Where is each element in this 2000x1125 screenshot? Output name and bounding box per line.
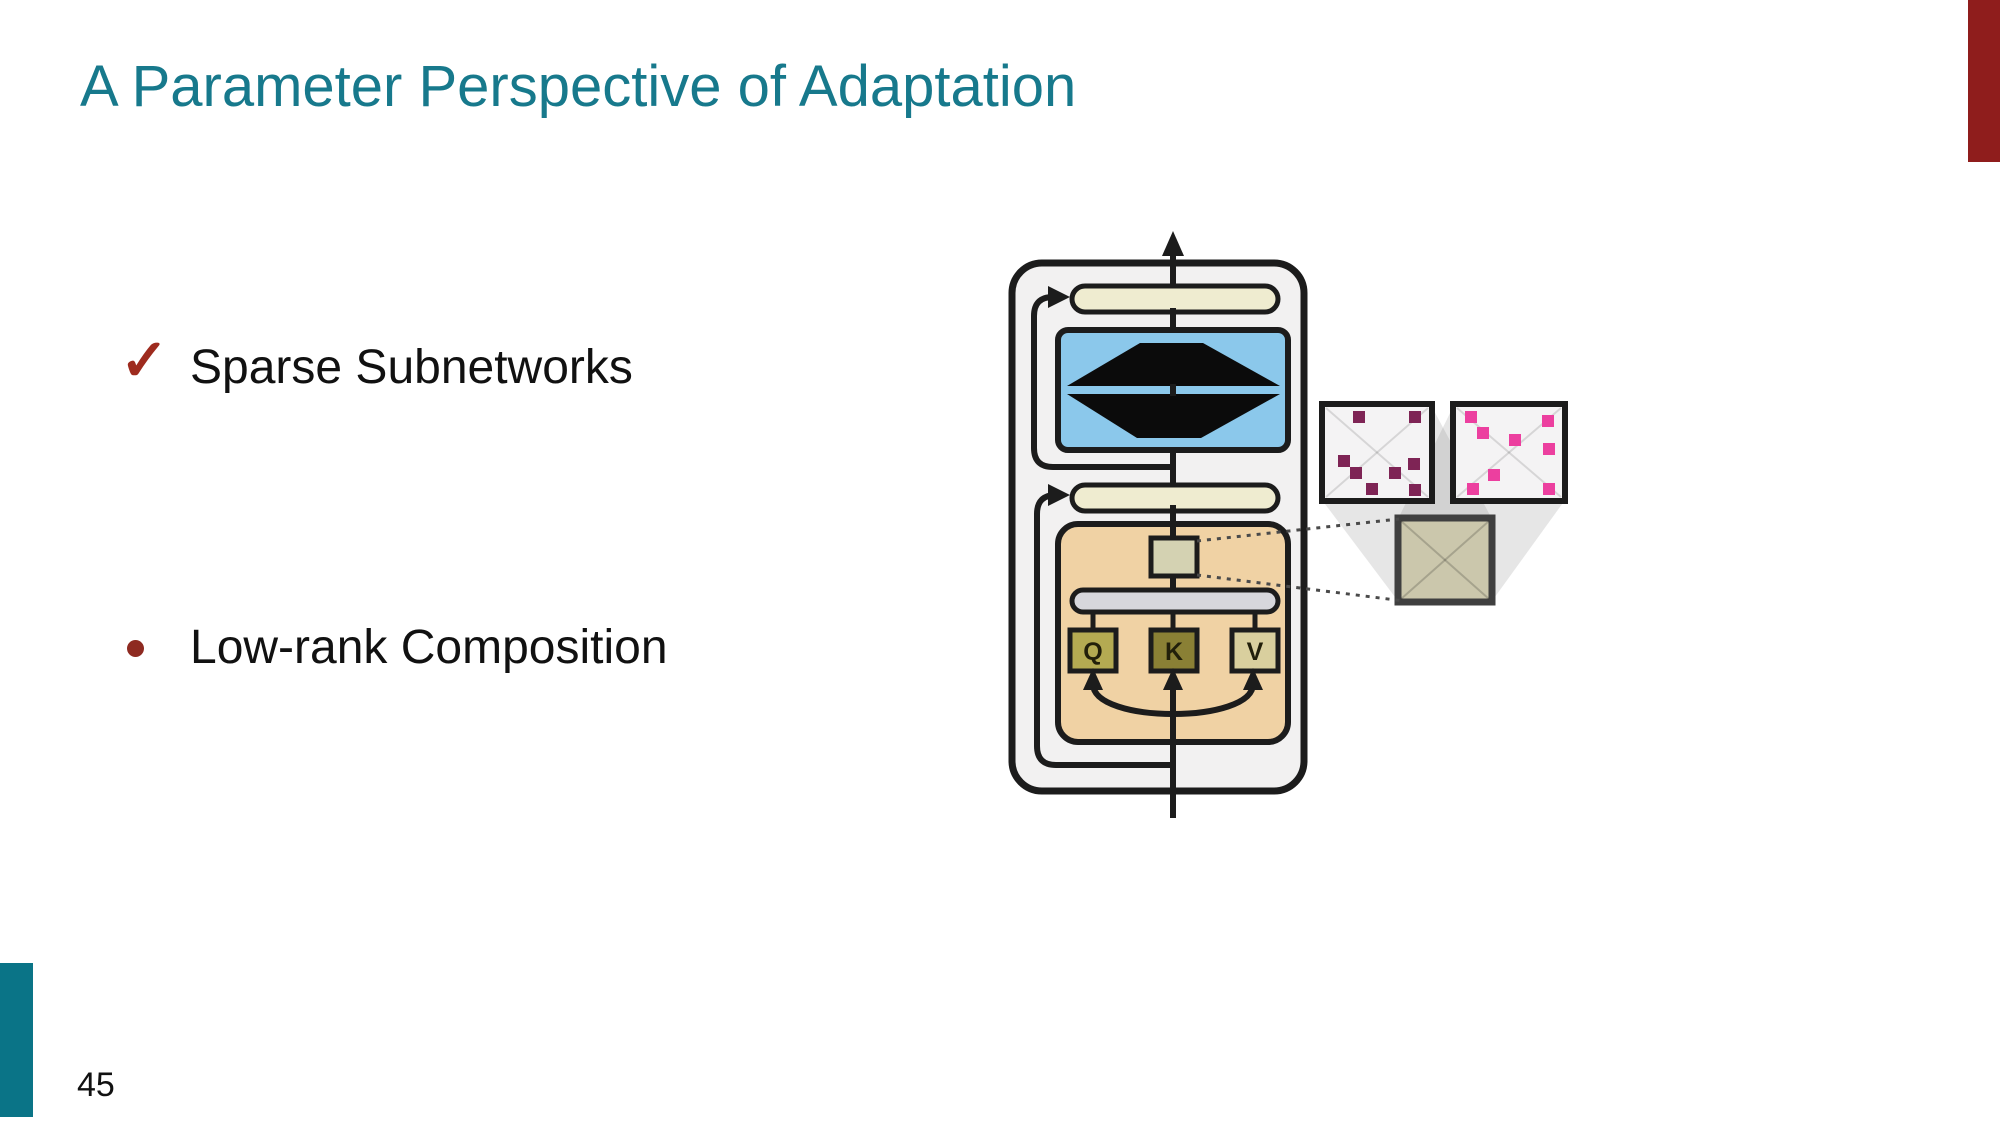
sparse-dot [1467,483,1479,495]
residual-arrowhead-upper [1048,286,1070,308]
sparse-dot [1409,484,1421,496]
magnifier-dotted-line-bottom [1196,573,1405,603]
bullet-dot-icon [127,640,144,657]
sparse-matrix-left-dots [1338,411,1421,496]
magnifier-dotted-line-top [1196,517,1400,543]
bullet-low-rank-composition: Low-rank Composition [190,621,668,674]
k-arrowhead [1163,668,1183,690]
transformer-layer-block: Q K V [1008,231,1308,818]
sparse-dot [1353,411,1365,423]
k-label: K [1165,638,1183,666]
v-arrowhead [1243,668,1263,690]
page-number: 45 [77,1066,115,1104]
sparse-matrix-right [1450,401,1568,504]
concat-bar [1069,587,1281,615]
magnified-weight-square [1394,514,1496,606]
residual-loop-upper [1031,294,1173,470]
bottleneck-glyph-top [1067,343,1280,386]
q-arrowhead [1083,668,1103,690]
sparse-dot [1509,434,1521,446]
sparse-dot [1338,455,1350,467]
sparse-dot [1477,427,1489,439]
sparse-dot [1389,467,1401,479]
weight-matrix-square [1148,535,1200,579]
bottom-left-accent-bar [0,963,33,1117]
sparse-dot [1366,483,1378,495]
sparse-dot [1543,443,1555,455]
sparse-matrix-right-dots [1465,411,1555,495]
sparse-dot [1409,411,1421,423]
residual-arrowhead-lower [1048,484,1070,506]
v-label: V [1247,638,1264,666]
sparse-dot [1488,469,1500,481]
v-projection-box [1229,627,1281,674]
checkmark-icon: ✓ [120,328,169,393]
sparse-dot [1465,411,1477,423]
bottleneck-glyph-bottom [1067,394,1280,438]
q-label: Q [1083,638,1102,666]
top-right-accent-bar [1968,0,2000,162]
output-arrow-icon [1162,231,1184,256]
sparse-dot [1543,483,1555,495]
sparse-matrix-left [1319,401,1435,504]
sparse-dot [1350,467,1362,479]
slide-title: A Parameter Perspective of Adaptation [80,54,1077,119]
sparse-dot [1542,415,1554,427]
bullet-sparse-subnetworks: Sparse Subnetworks [190,341,633,394]
sparse-dot [1408,458,1420,470]
